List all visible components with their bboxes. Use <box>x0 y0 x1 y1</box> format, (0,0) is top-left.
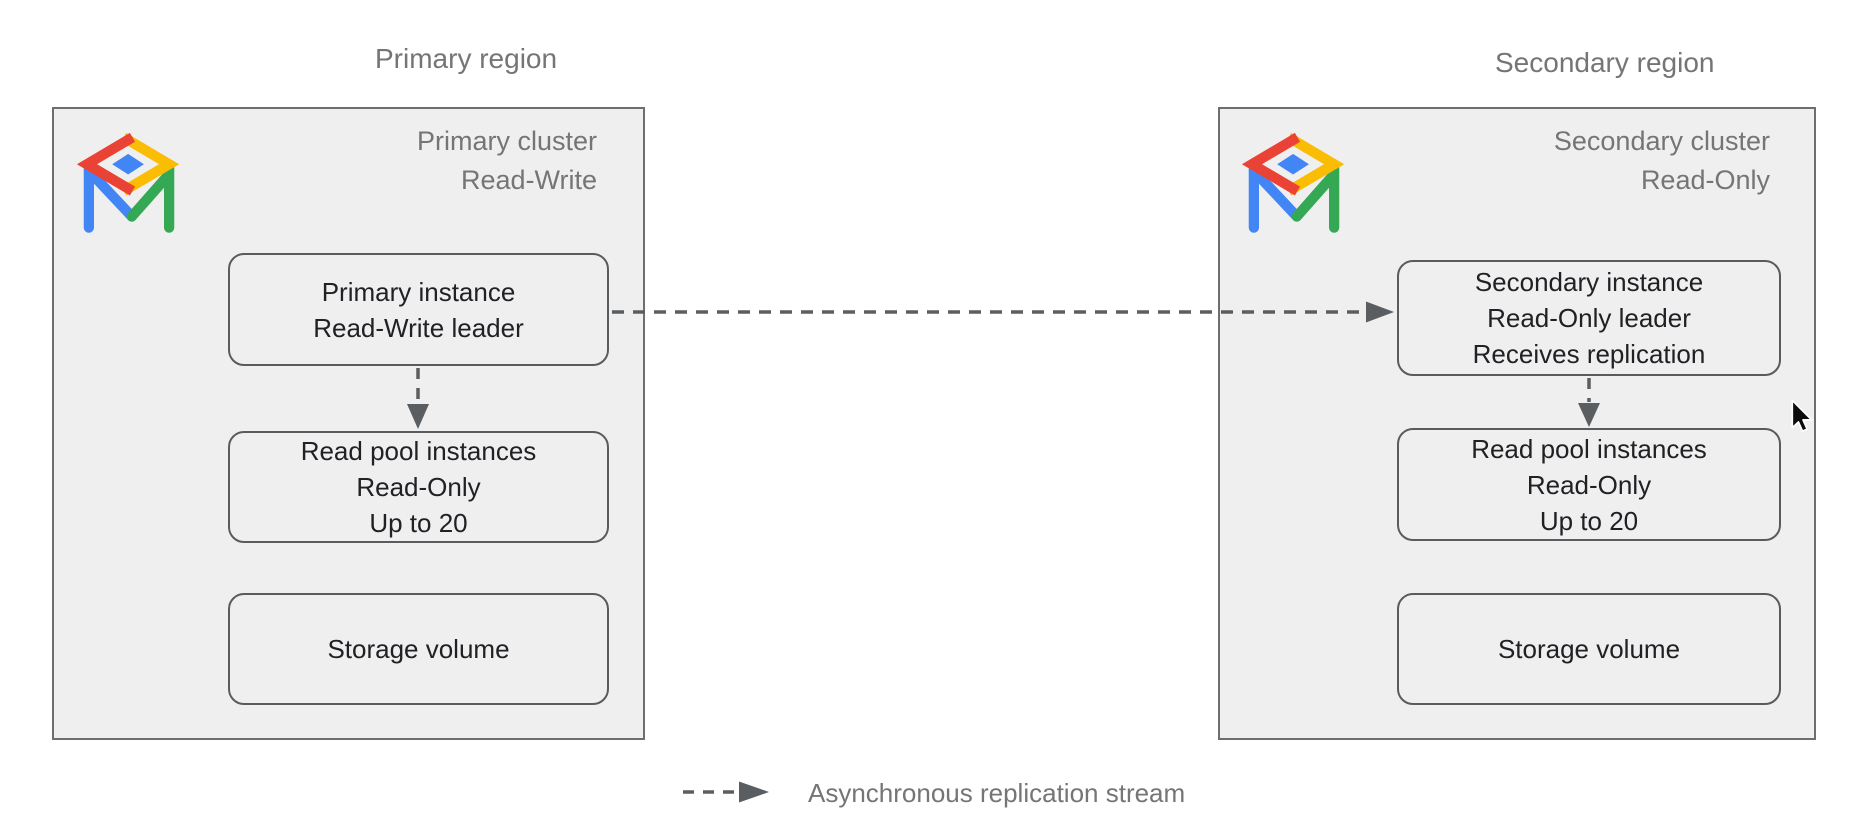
secondary-storage-node: Storage volume <box>1397 593 1781 705</box>
secondary-cluster-mode: Read-Only <box>1640 165 1770 195</box>
node-line: Secondary instance <box>1474 267 1704 297</box>
node-line: Read-Only leader <box>1487 303 1691 333</box>
node-line: Read-Only <box>356 472 481 502</box>
secondary-region-title: Secondary region <box>1495 47 1715 78</box>
node-line: Read pool instances <box>1471 433 1707 464</box>
primary-cluster-title: Primary cluster <box>416 126 597 156</box>
primary-cluster-mode: Read-Write <box>460 165 597 195</box>
primary-cluster-heading: Primary cluster Read-Write <box>297 122 597 200</box>
secondary-read-pool-node: Read pool instances Read-Only Up to 20 <box>1397 428 1781 541</box>
mouse-cursor-icon <box>1791 399 1813 432</box>
node-line: Read pool instances <box>300 436 537 466</box>
node-line: Read-Write leader <box>313 312 524 343</box>
node-line: Up to 20 <box>1539 505 1639 536</box>
primary-instance-node: Primary instance Read-Write leader <box>228 253 609 366</box>
legend-dashed-arrow <box>683 781 769 803</box>
legend-label: Asynchronous replication stream <box>808 778 1186 808</box>
node-line: Storage volume <box>1497 634 1681 664</box>
secondary-instance-node: Secondary instance Read-Only leader Rece… <box>1397 260 1781 376</box>
alloydb-icon <box>1241 132 1345 233</box>
secondary-cluster-heading: Secondary cluster Read-Only <box>1470 122 1770 200</box>
node-line: Receives replication <box>1472 339 1706 369</box>
secondary-cluster-title: Secondary cluster <box>1553 126 1770 156</box>
node-line: Read-Only <box>1526 469 1652 500</box>
primary-region-title: Primary region <box>375 43 558 74</box>
node-line: Storage volume <box>327 634 510 664</box>
node-line: Primary instance <box>321 276 516 307</box>
primary-storage-node: Storage volume <box>228 593 609 705</box>
node-line: Up to 20 <box>369 508 468 538</box>
primary-read-pool-node: Read pool instances Read-Only Up to 20 <box>228 431 609 543</box>
alloydb-icon <box>76 132 180 233</box>
